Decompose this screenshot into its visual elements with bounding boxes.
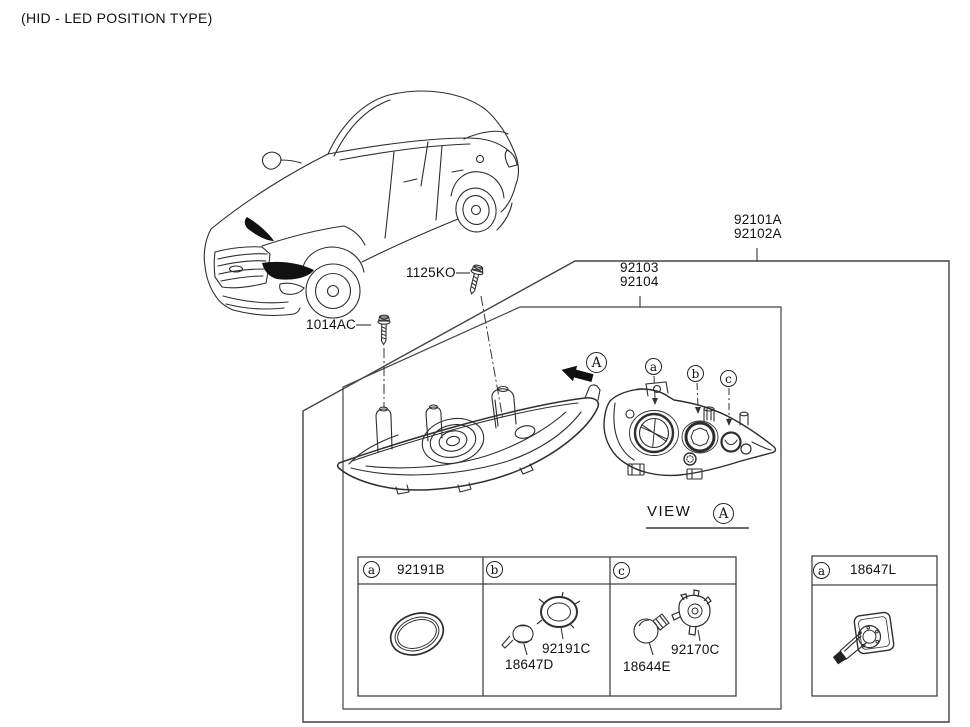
part-socket-92170c-illustration [671,589,712,642]
table-part-18647d: 18647D [505,657,554,672]
label-leader-lines [356,248,758,326]
car-illustration [203,90,519,319]
callout-direction-a: A [586,352,607,373]
label-92103-92104: 92103 92104 [620,261,659,289]
outer-boundary-box [302,260,950,723]
part-bulb-18644e-illustration [633,613,670,656]
table-callout-b: b [486,561,503,578]
view-letter-circle: A [713,503,734,524]
inner-boundary-box [342,306,782,710]
part-number-92104: 92104 [620,274,659,289]
part-bulb-18647d-illustration [501,624,534,656]
screw-1014ac-icon [377,314,391,346]
table-part-92191b: 92191B [397,562,445,577]
table-part-92170c: 92170C [671,642,720,657]
callout-b: b [687,365,704,382]
table-callout-c: c [613,562,630,579]
part-ring-92191c-illustration [536,591,581,640]
screw-leader-lines [383,295,504,421]
callout-a: a [645,358,662,375]
part-oring-illustration [389,612,445,656]
part-number-92102a: 92102A [734,226,782,241]
direction-arrow-icon [561,365,594,383]
parts-table-grid [357,556,737,697]
headlamp-front-illustration [336,384,601,495]
part-number-92101a: 92101A [734,212,782,227]
page-title: (HID - LED POSITION TYPE) [21,10,213,26]
label-92101a-92102a: 92101A 92102A [734,213,782,241]
callout-leader-lines [652,375,732,426]
callout-c: c [720,370,737,387]
table-callout-a: a [363,561,380,578]
part-number-92103: 92103 [620,260,659,275]
table-part-18644e: 18644E [623,659,671,674]
side-box-grid [811,555,938,697]
sidebox-callout-a: a [813,562,830,579]
headlamp-rear-illustration [603,381,777,480]
screw-1125ko-icon [465,263,486,296]
view-label: VIEW [647,503,692,520]
table-part-92191c: 92191C [542,641,591,656]
sidebox-part-18647l: 18647L [850,562,897,577]
label-1014ac: 1014AC [306,317,356,332]
label-1125ko: 1125KO [406,265,456,280]
part-module-18647l-illustration [832,611,895,665]
